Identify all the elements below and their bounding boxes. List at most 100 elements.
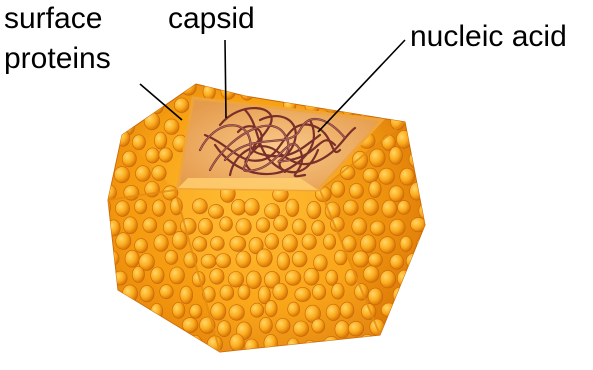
label-proteins: proteins — [4, 42, 111, 76]
surface-protein-bump — [98, 235, 111, 251]
surface-protein-bump — [326, 270, 338, 285]
surface-protein-bump — [285, 271, 301, 286]
surface-protein-bump — [302, 234, 316, 250]
surface-protein-bump — [259, 317, 272, 333]
surface-protein-bump — [418, 99, 430, 116]
label-capsid: capsid — [168, 2, 255, 36]
surface-protein-bump — [293, 321, 308, 336]
surface-protein-bump — [198, 218, 212, 235]
surface-protein-bump — [324, 336, 340, 351]
surface-protein-bump — [240, 85, 253, 100]
surface-protein-bump — [164, 119, 179, 135]
surface-protein-bump — [273, 283, 288, 300]
surface-protein-bump — [117, 303, 132, 320]
surface-protein-bump — [382, 200, 397, 217]
surface-protein-bump — [409, 285, 422, 301]
surface-protein-bump — [154, 337, 169, 354]
surface-protein-bump — [250, 303, 263, 317]
surface-protein-bump — [122, 151, 136, 167]
surface-protein-bump — [314, 83, 328, 98]
surface-protein-bump — [229, 305, 244, 321]
surface-protein-bump — [238, 285, 250, 300]
surface-protein-bump — [174, 98, 189, 113]
surface-protein-bump — [369, 181, 381, 198]
surface-protein-bump — [335, 80, 348, 95]
surface-protein-bump — [396, 305, 412, 320]
surface-protein-bump — [136, 166, 151, 182]
surface-protein-bump — [406, 253, 420, 268]
surface-protein-bump — [276, 318, 290, 333]
surface-protein-bump — [99, 304, 111, 319]
surface-protein-bump — [245, 339, 259, 354]
surface-protein-bump — [389, 186, 404, 202]
surface-protein-bump — [172, 231, 187, 249]
surface-protein-bump — [154, 132, 166, 149]
surface-protein-bump — [427, 322, 442, 337]
surface-protein-bump — [104, 185, 117, 200]
surface-protein-bump — [332, 283, 345, 299]
surface-protein-bump — [400, 336, 416, 353]
surface-protein-bump — [144, 82, 159, 99]
surface-protein-bump — [107, 220, 120, 236]
surface-protein-bump — [151, 99, 164, 113]
surface-protein-bump — [292, 251, 307, 267]
surface-protein-bump — [410, 119, 424, 134]
surface-protein-bump — [93, 334, 107, 352]
surface-protein-bump — [216, 254, 231, 268]
surface-protein-bump — [287, 338, 299, 354]
surface-protein-bump — [429, 249, 445, 266]
surface-protein-bump — [259, 81, 272, 96]
surface-protein-bump — [312, 284, 325, 299]
surface-protein-bump — [417, 269, 429, 284]
surface-protein-bump — [363, 168, 378, 183]
surface-protein-bump — [98, 168, 113, 185]
surface-protein-bump — [209, 204, 224, 218]
surface-protein-bump — [326, 304, 340, 320]
label-nucleic-acid: nucleic acid — [410, 20, 567, 54]
surface-protein-bump — [152, 166, 166, 181]
surface-protein-bump — [396, 131, 411, 149]
surface-protein-bump — [98, 99, 113, 114]
surface-protein-bump — [120, 322, 135, 338]
surface-protein-bump — [115, 201, 129, 217]
surface-protein-bump — [417, 337, 429, 353]
surface-protein-bump — [379, 237, 395, 254]
surface-protein-bump — [379, 168, 395, 184]
surface-protein-bump — [389, 147, 402, 165]
surface-protein-bump — [141, 319, 156, 333]
surface-protein-bump — [116, 98, 129, 114]
surface-protein-bump — [244, 199, 259, 216]
surface-protein-bump — [410, 81, 425, 98]
surface-protein-bump — [410, 182, 424, 200]
surface-protein-bump — [274, 81, 290, 97]
surface-protein-bump — [335, 321, 350, 338]
leader-capsid — [225, 40, 226, 118]
surface-protein-bump — [429, 82, 443, 99]
surface-protein-bump — [192, 199, 207, 214]
surface-protein-bump — [96, 133, 111, 148]
surface-protein-bump — [274, 216, 288, 232]
surface-protein-bump — [154, 235, 168, 252]
surface-protein-bump — [193, 237, 207, 252]
surface-protein-bump — [390, 219, 406, 235]
surface-protein-bump — [265, 234, 279, 250]
surface-protein-bump — [341, 338, 355, 356]
surface-protein-bump — [378, 101, 391, 119]
surface-protein-bump — [106, 118, 120, 132]
surface-protein-bump — [136, 101, 148, 118]
surface-protein-bump — [123, 217, 137, 234]
surface-protein-bump — [140, 285, 154, 302]
surface-protein-bump — [146, 148, 160, 163]
surface-protein-bump — [117, 130, 130, 146]
surface-protein-bump — [388, 83, 402, 98]
surface-protein-bump — [380, 270, 396, 288]
surface-protein-bump — [236, 219, 251, 236]
surface-protein-bump — [353, 251, 369, 267]
surface-protein-bump — [358, 101, 373, 119]
surface-protein-bump — [190, 304, 202, 318]
surface-protein-bump — [368, 253, 382, 267]
surface-protein-bump — [297, 85, 309, 100]
surface-protein-bump — [427, 114, 442, 130]
surface-protein-bump — [122, 118, 135, 135]
